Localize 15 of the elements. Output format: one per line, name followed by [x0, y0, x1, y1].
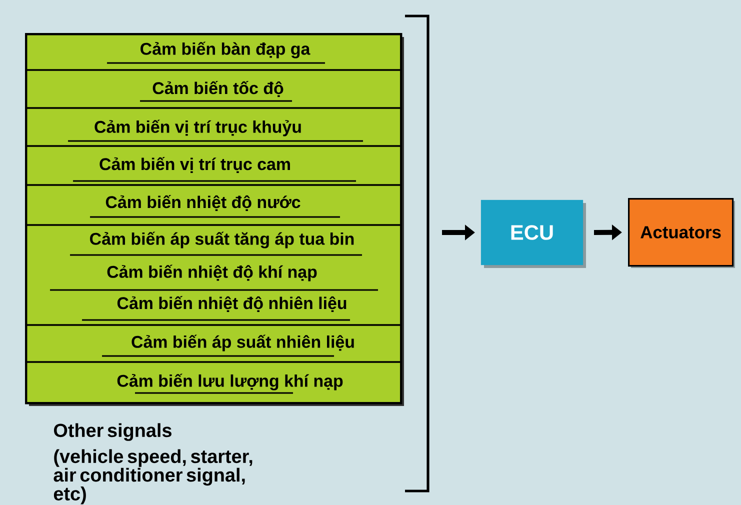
sensor-label: Cảm biến áp suất tăng áp tua bin — [90, 232, 354, 248]
sensor-label: Cảm biến vị trí trục cam — [100, 156, 290, 174]
sensor-label: Cảm biến áp suất nhiên liệu — [132, 334, 354, 352]
sensor-label: Cảm biến vị trí trục khuỷu — [94, 120, 301, 136]
sensor-label: Cảm biến nhiệt độ khí nạp — [107, 264, 317, 282]
sensor-label: Cảm biến bàn đạp ga — [140, 42, 310, 58]
actuator-box: Actuators — [628, 198, 735, 268]
note-text: Other signals — [54, 423, 172, 441]
ecu-box: ECU — [480, 200, 586, 268]
sensor-panel — [25, 33, 404, 406]
sensor-label: Cảm biến nhiệt độ nhiên liệu — [117, 296, 346, 312]
note-text: (vehicle speed, starter, air conditioner signal, etc) — [54, 449, 252, 504]
sensor-label: Cảm biến nhiệt độ nước — [106, 194, 300, 212]
sensor-label: Cảm biến lưu lượng khí nạp — [117, 374, 343, 390]
sensor-label: Cảm biến tốc độ — [152, 80, 284, 98]
